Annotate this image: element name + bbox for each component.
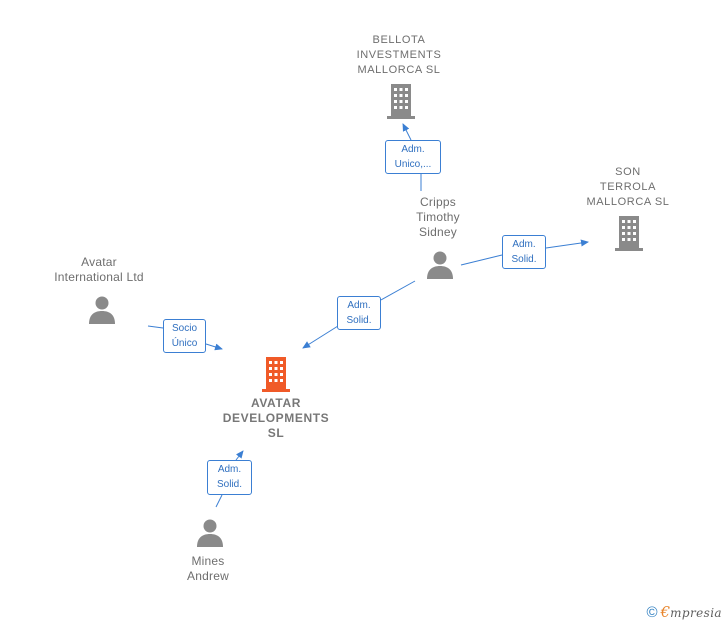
node-label-line: AVATAR (250, 396, 302, 410)
node-label-cripps[interactable]: Cripps Timothy Sidney (390, 195, 486, 240)
empresia-logo: ©€mpresia (647, 603, 722, 621)
relation-label-line: Adm. (347, 300, 371, 311)
building-icon[interactable] (385, 83, 417, 119)
edge-avatar-int-avatar (147, 325, 164, 329)
person-icon[interactable] (195, 518, 225, 548)
node-label-line: International Ltd (54, 270, 144, 284)
relation-label-line: Solid. (346, 315, 372, 326)
node-label-bellota[interactable]: BELLOTA INVESTMENTS MALLORCA SL (340, 33, 458, 78)
relation-label-cripps-son-terrola[interactable]: Adm. Solid. (502, 235, 546, 269)
node-label-line: Mines (191, 554, 225, 568)
edge-cripps-avatar-head (302, 325, 339, 349)
edge-mines-avatar-head (235, 450, 244, 461)
relation-label-line: Unico,... (394, 159, 432, 170)
node-label-line: TERROLA (599, 181, 657, 193)
node-label-son-terrola[interactable]: SON TERROLA MALLORCA SL (570, 165, 686, 210)
node-label-line: BELLOTA (372, 34, 426, 46)
relation-label-avatar-int-avatar[interactable]: Socio Único (163, 319, 206, 353)
person-icon[interactable] (425, 250, 455, 280)
node-label-line: INVESTMENTS (356, 49, 442, 61)
node-label-line: SL (267, 426, 285, 440)
node-label-line: MALLORCA SL (586, 196, 670, 208)
relation-label-cripps-avatar[interactable]: Adm. Solid. (337, 296, 381, 330)
edge-avatar-int-avatar-head (205, 343, 223, 351)
edge-cripps-avatar (380, 280, 416, 301)
node-label-avatar-international[interactable]: Avatar International Ltd (40, 255, 158, 285)
node-label-mines[interactable]: Mines Andrew (170, 554, 246, 584)
node-label-line: Cripps (420, 195, 456, 209)
relation-label-line: Solid. (511, 254, 537, 265)
edge-mines-avatar (215, 494, 223, 508)
relation-label-line: Adm. (512, 239, 536, 250)
relation-label-line: Solid. (216, 479, 242, 490)
node-label-line: Timothy (416, 210, 460, 224)
building-icon[interactable] (260, 356, 292, 392)
relation-label-line: Socio (171, 323, 197, 334)
brand-name: mpresia (670, 606, 722, 620)
relation-label-cripps-bellota[interactable]: Adm. Unico,... (385, 140, 441, 174)
node-label-line: Avatar (81, 255, 117, 269)
node-label-line: Andrew (187, 569, 229, 583)
node-label-avatar-developments[interactable]: AVATAR DEVELOPMENTS SL (206, 396, 346, 441)
node-label-line: DEVELOPMENTS (222, 411, 330, 425)
node-label-line: SON (615, 166, 641, 178)
relation-label-line: Adm. (401, 144, 425, 155)
edge-cripps-son-terrola-head (545, 239, 589, 249)
relation-label-line: Adm. (217, 464, 242, 475)
brand-initial: € (660, 603, 671, 621)
person-icon[interactable] (87, 295, 117, 325)
node-label-line: Sidney (419, 225, 457, 239)
relation-label-line: Único (171, 338, 198, 349)
relation-label-mines-avatar[interactable]: Adm. Solid. (207, 460, 252, 495)
edge-cripps-son-terrola (460, 254, 503, 266)
node-label-line: MALLORCA SL (357, 64, 441, 76)
copyright-symbol: © (646, 604, 658, 621)
building-icon[interactable] (613, 215, 645, 251)
edge-cripps-bellota-head (402, 123, 412, 141)
